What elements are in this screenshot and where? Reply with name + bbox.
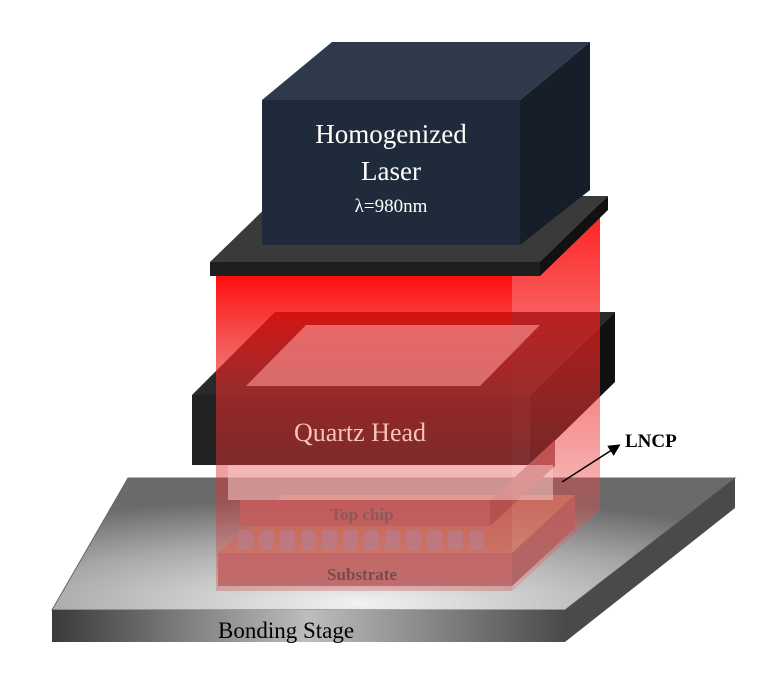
lncp-label: LNCP	[625, 431, 677, 452]
substrate-label: Substrate	[327, 565, 397, 584]
quartz-head-label: Quartz Head	[294, 418, 426, 447]
lncp-arrow	[561, 444, 621, 483]
laser-box	[262, 42, 590, 245]
laser-beam	[216, 200, 600, 591]
top-chip-label: Top chip	[330, 505, 393, 524]
laser-wavelength: λ=980nm	[355, 196, 428, 217]
laser-title-line1: Homogenized	[315, 119, 467, 149]
bonding-stage-label: Bonding Stage	[218, 618, 354, 643]
laser-title-line2: Laser	[361, 156, 421, 186]
